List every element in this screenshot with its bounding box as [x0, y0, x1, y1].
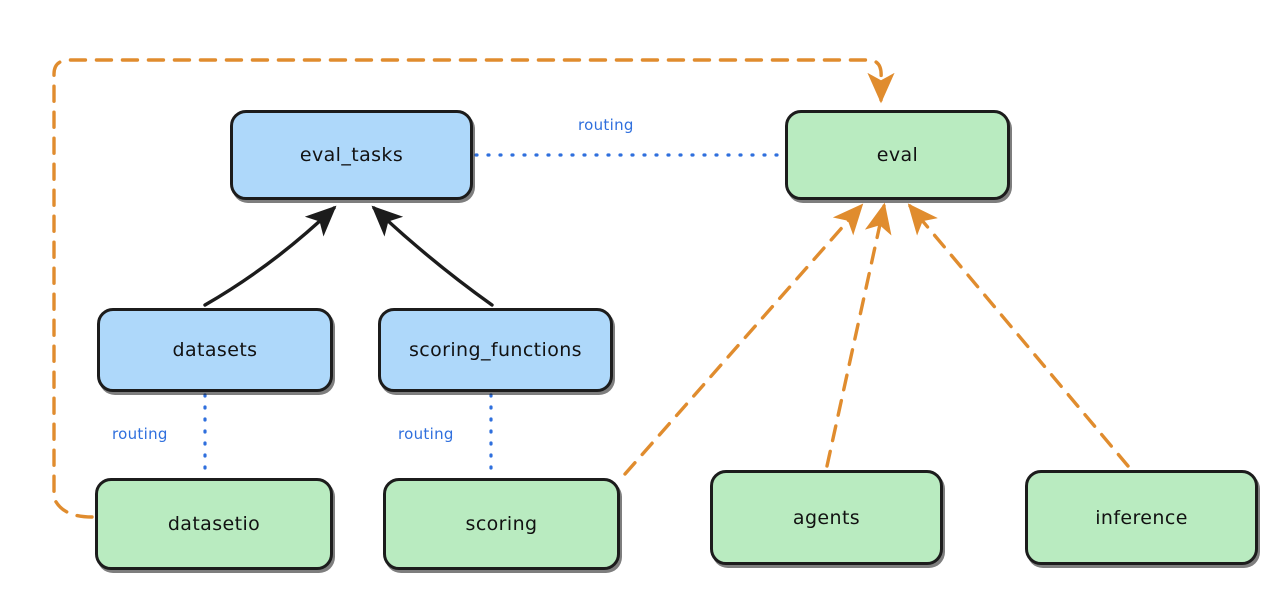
node-label-inference: inference [1095, 506, 1188, 529]
node-datasets[interactable]: datasets [97, 308, 333, 392]
node-label-eval-tasks: eval_tasks [299, 144, 404, 166]
edge-scoring-to-eval [623, 203, 864, 476]
node-label-agents: agents [792, 506, 861, 529]
edge-datasets-to-eval-tasks [203, 205, 337, 307]
node-scoring-functions[interactable]: scoring_functions [378, 308, 613, 392]
edge-label-routing-scoring: routing [398, 425, 454, 443]
node-eval[interactable]: eval [785, 110, 1010, 200]
node-label-scoring: scoring [465, 513, 538, 535]
node-scoring[interactable]: scoring [383, 478, 620, 570]
node-label-datasetio: datasetio [167, 513, 261, 535]
node-label-datasets: datasets [172, 339, 258, 361]
edge-inference-to-eval [907, 203, 1130, 468]
node-label-scoring-functions: scoring_functions [409, 339, 582, 361]
edge-agents-to-eval [825, 202, 892, 468]
edge-label-routing-eval-tasks: routing [578, 116, 634, 134]
node-inference[interactable]: inference [1025, 470, 1258, 565]
edge-scoring-functions-to-eval-tasks [371, 205, 494, 307]
node-agents[interactable]: agents [710, 470, 943, 565]
edge-label-routing-datasets: routing [112, 425, 168, 443]
node-label-eval: eval [876, 144, 919, 166]
node-datasetio[interactable]: datasetio [95, 478, 333, 570]
node-eval-tasks[interactable]: eval_tasks [230, 110, 473, 200]
